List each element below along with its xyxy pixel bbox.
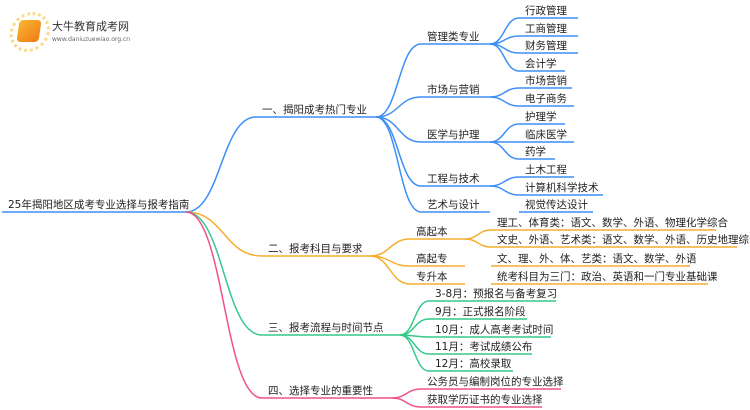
category-node[interactable]: 市场与营销 [427, 83, 480, 96]
major-leaf[interactable]: 护理学 [525, 110, 557, 123]
branch-importance-connector [185, 211, 263, 399]
logo-name: 大牛教育成考网 [52, 20, 129, 33]
branch-hot-majors[interactable]: 一、揭阳成考热门专业 [262, 103, 367, 116]
category-node-connector [375, 43, 422, 118]
category-node[interactable]: 工程与技术 [427, 172, 480, 185]
major-leaf-connector [489, 123, 520, 143]
major-leaf-connector [489, 96, 520, 107]
major-leaf-connector [489, 43, 520, 72]
importance-leaf-connector [391, 388, 422, 399]
importance-leaf[interactable]: 公务员与编制岗位的专业选择 [427, 375, 564, 388]
category-node[interactable]: 艺术与设计 [427, 198, 480, 211]
major-leaf[interactable]: 计算机科学技术 [525, 181, 599, 194]
major-leaf[interactable]: 行政管理 [525, 4, 567, 17]
branch-hot-majors-connector [185, 116, 257, 213]
major-leaf[interactable]: 市场营销 [525, 74, 567, 87]
major-leaf[interactable]: 临床医学 [525, 128, 567, 141]
category-node[interactable]: 医学与护理 [427, 128, 480, 141]
timeline-leaf[interactable]: 3-8月：预报名与备考复习 [435, 287, 557, 300]
logo: 大牛教育成考网 www.daniuzuewiao.org.cn [16, 18, 131, 43]
timeline-leaf-connector [399, 318, 430, 336]
major-leaf-connector [489, 176, 520, 187]
major-leaf-connector [489, 87, 520, 98]
category-node[interactable]: 管理类专业 [427, 30, 480, 43]
level-node[interactable]: 高起专 [416, 252, 448, 265]
category-node-connector [375, 116, 422, 143]
major-leaf[interactable]: 工商管理 [525, 22, 567, 35]
timeline-leaf[interactable]: 12月：高校录取 [435, 357, 512, 370]
importance-leaf-connector [391, 397, 422, 408]
level-node-connector [369, 238, 411, 257]
subjects-leaf[interactable]: 理工、体育类：语文、数学、外语、物理化学综合 [497, 216, 728, 229]
importance-leaf[interactable]: 获取学历证书的专业选择 [427, 393, 543, 406]
major-leaf[interactable]: 电子商务 [525, 92, 567, 105]
branch-timeline-connector [185, 211, 263, 336]
major-leaf[interactable]: 财务管理 [525, 39, 567, 52]
subjects-leaf[interactable]: 文史、外语、艺术类：语文、数学、外语、历史地理综合 [497, 233, 750, 246]
level-node[interactable]: 高起本 [416, 225, 448, 238]
level-node-connector [369, 255, 411, 285]
branch-timeline[interactable]: 三、报考流程与时间节点 [268, 321, 384, 334]
timeline-leaf[interactable]: 9月：正式报名阶段 [435, 305, 526, 318]
timeline-leaf[interactable]: 11月：考试成绩公布 [435, 340, 532, 353]
logo-url: www.daniuzuewiao.org.cn [52, 36, 131, 43]
category-node-connector [375, 116, 422, 187]
branch-exam-subjects-connector [185, 211, 263, 257]
branch-exam-subjects[interactable]: 二、报考科目与要求 [268, 242, 363, 255]
major-leaf[interactable]: 药学 [525, 145, 546, 158]
timeline-leaf[interactable]: 10月：成人高考考试时间 [435, 323, 553, 336]
subjects-leaf-connector [464, 229, 492, 240]
branch-importance[interactable]: 四、选择专业的重要性 [268, 384, 373, 397]
category-node-connector [375, 116, 422, 213]
major-leaf-connector [489, 141, 520, 160]
level-node[interactable]: 专升本 [416, 270, 448, 283]
timeline-leaf-connector [399, 300, 430, 336]
major-leaf[interactable]: 土木工程 [525, 163, 567, 176]
timeline-leaf-connector [399, 334, 430, 372]
major-leaf-connector [489, 185, 520, 196]
root-node[interactable]: 25年揭阳地区成考专业选择与报考指南 [8, 198, 189, 211]
major-leaf[interactable]: 会计学 [525, 57, 557, 70]
category-node-connector [375, 96, 422, 118]
subjects-leaf[interactable]: 统考科目为三门：政治、英语和一门专业基础课 [497, 270, 718, 283]
major-leaf[interactable]: 视觉传达设计 [525, 198, 588, 211]
subjects-leaf[interactable]: 文、理、外、体、艺类：语文、数学、外语 [497, 252, 697, 265]
subjects-leaf-connector [464, 238, 492, 248]
